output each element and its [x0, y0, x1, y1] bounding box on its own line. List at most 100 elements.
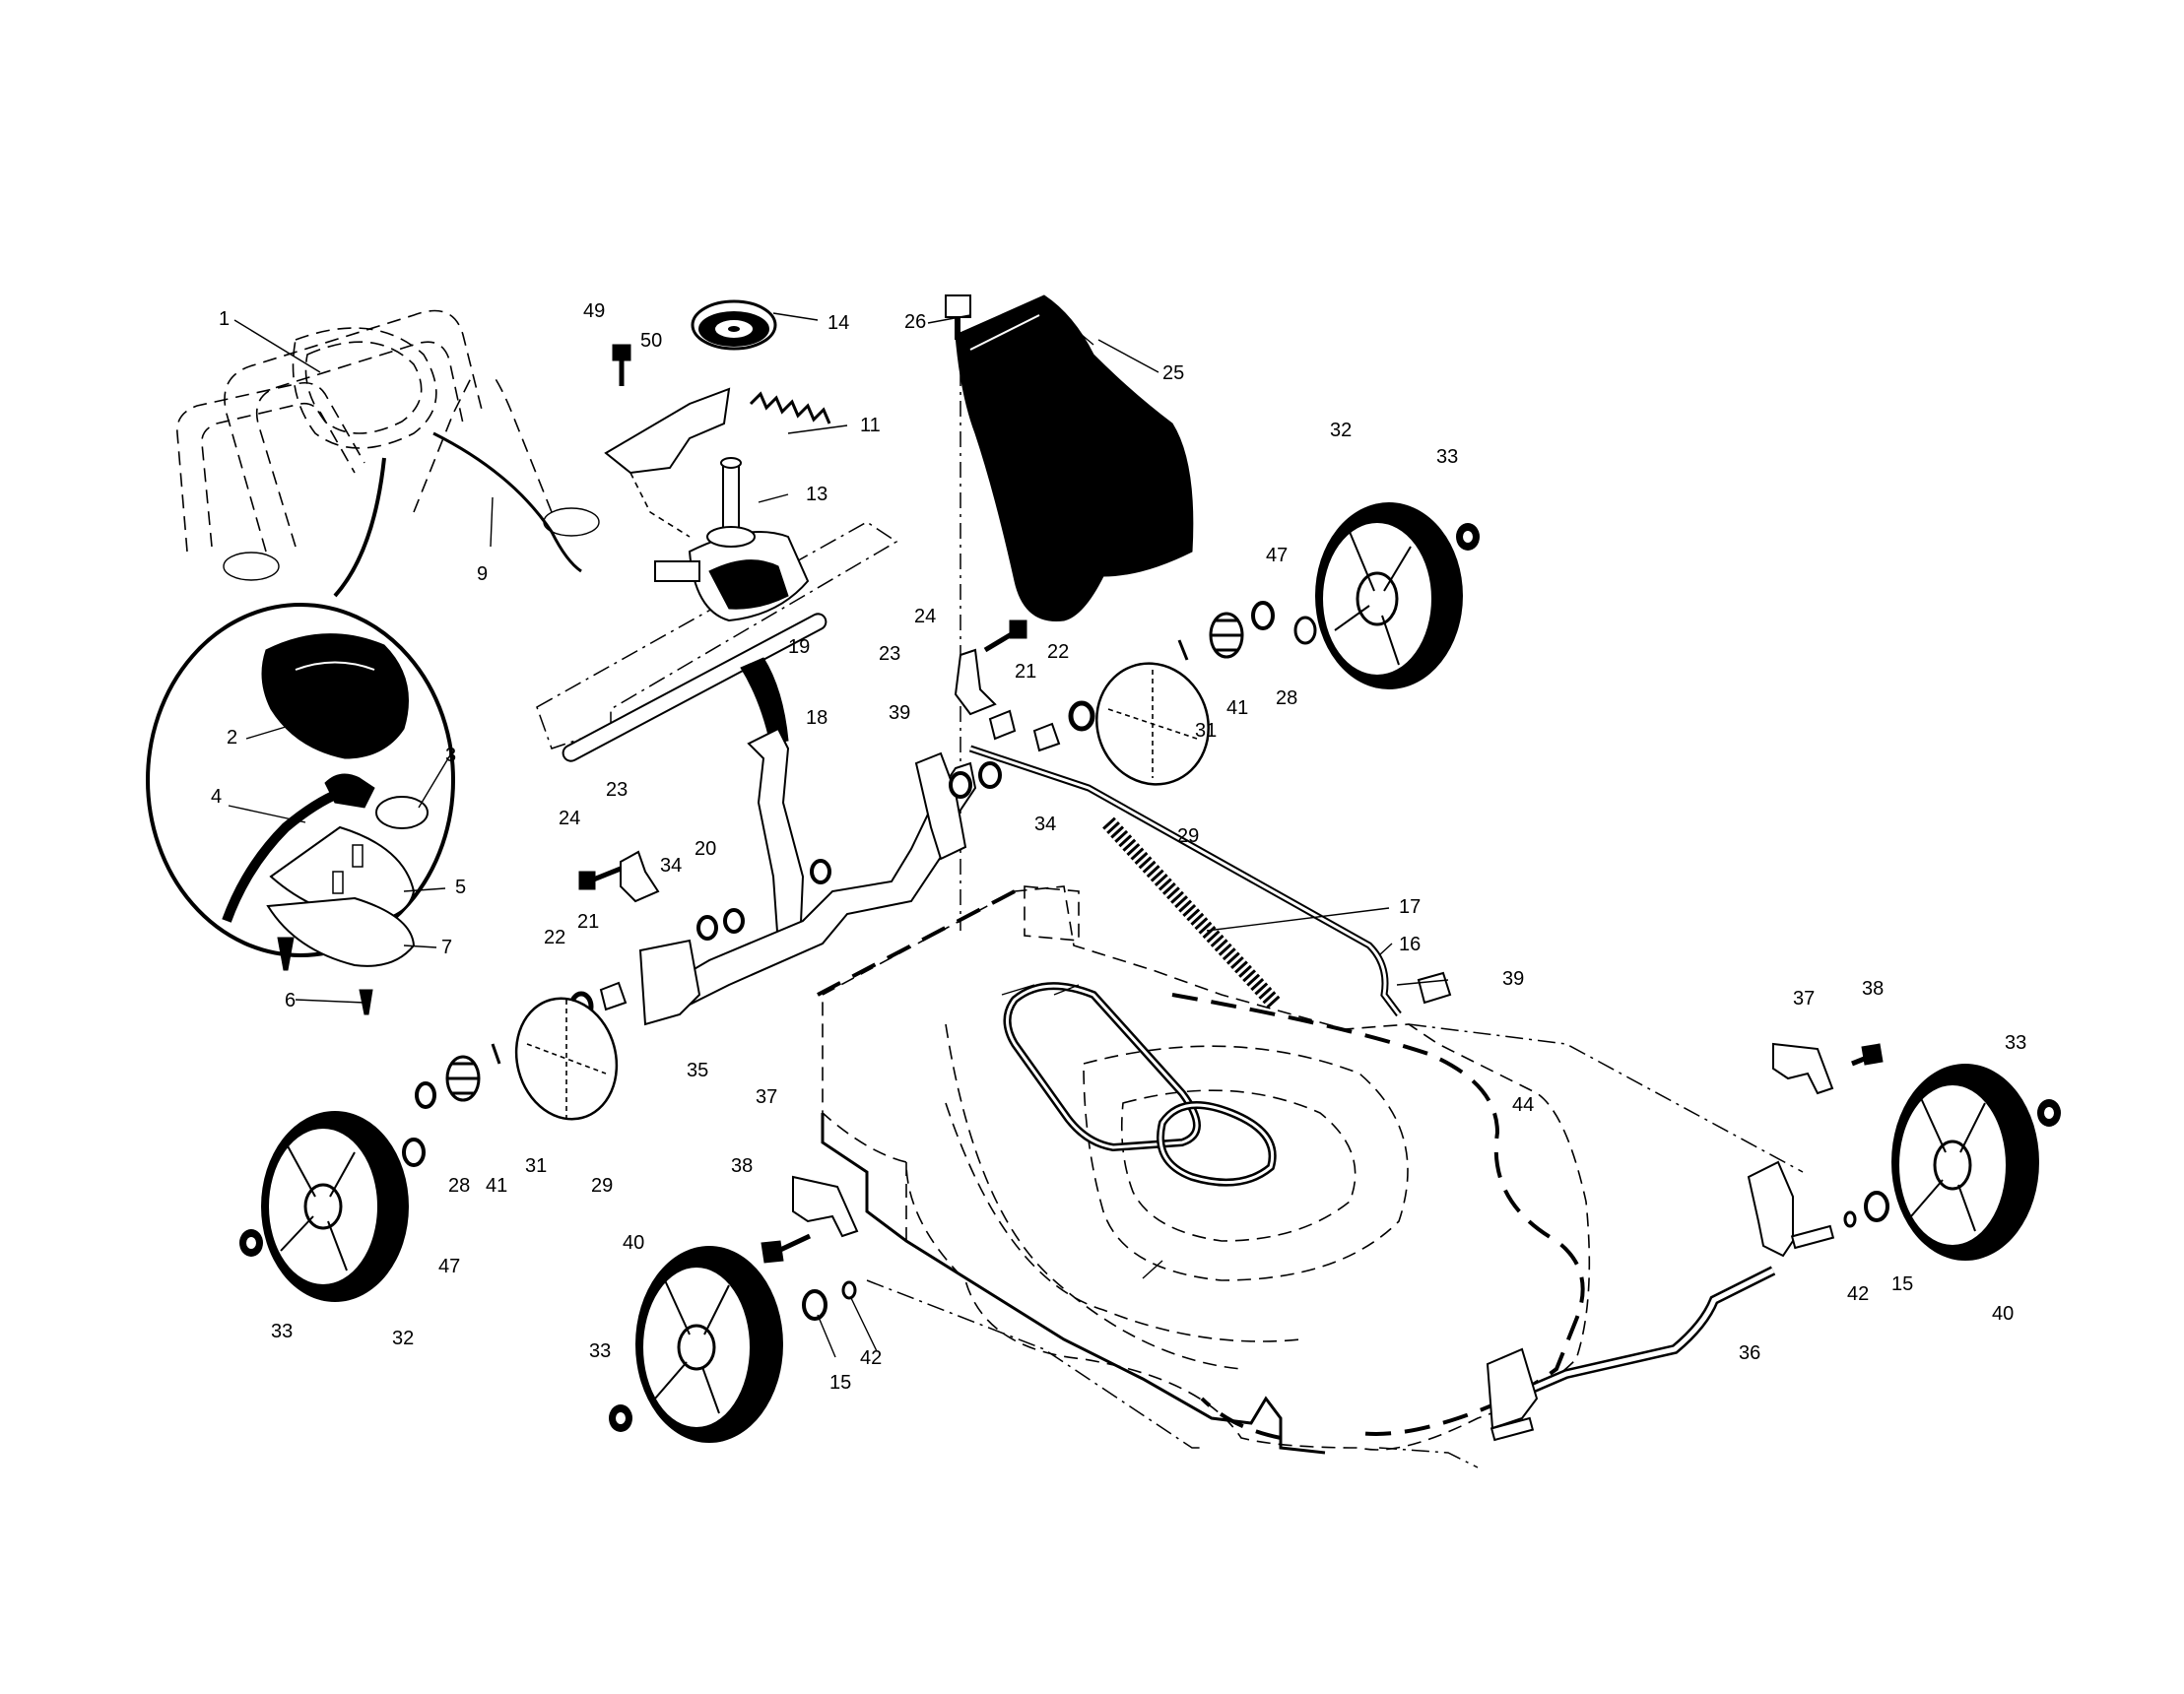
callout-16: 16 — [1399, 934, 1421, 955]
callout-36: 36 — [1739, 1342, 1760, 1364]
part-11-spring — [749, 391, 831, 424]
part-24-bolt-lower — [578, 864, 627, 890]
callout-37-left: 37 — [756, 1086, 777, 1108]
callout-25: 25 — [1162, 362, 1184, 384]
part-29-hubcap-lower — [514, 997, 619, 1121]
callout-21-upper: 21 — [1015, 661, 1036, 683]
callout-42-left: 42 — [860, 1347, 882, 1369]
part-39-bolt-upper — [988, 709, 1017, 741]
callout-47-upper: 47 — [1266, 545, 1288, 566]
part-41-gear-upper — [1209, 612, 1244, 659]
part-37-bracket-right — [1772, 1042, 1834, 1095]
callout-28-upper: 28 — [1276, 687, 1297, 709]
part-13-transmission — [536, 457, 898, 762]
callout-39-lower: 39 — [1502, 968, 1524, 990]
part-33-nut-lower-left — [239, 1229, 263, 1257]
callout-11: 11 — [860, 415, 881, 436]
part-1-control-housing — [292, 327, 437, 449]
leader-lines — [228, 312, 1449, 1358]
deck-outline — [817, 885, 1804, 1468]
callout-23-lower: 23 — [606, 779, 628, 801]
part-28-ring-upper — [1251, 601, 1275, 630]
callout-20: 20 — [695, 838, 716, 860]
part-40-wheel-right — [1891, 1064, 2039, 1261]
part-19-grip — [740, 657, 789, 745]
part-33-nut-lower-center — [609, 1404, 632, 1432]
callout-50: 50 — [640, 330, 662, 352]
part-22-washer-upper — [1068, 700, 1095, 732]
part-44-belt — [1003, 982, 1277, 1187]
part-3-nut — [375, 796, 429, 829]
part-15-washer-right — [1864, 1191, 1889, 1222]
part-31-pin-lower — [491, 1043, 501, 1065]
callout-47-lower: 47 — [438, 1256, 460, 1277]
part-7-plate — [266, 896, 416, 967]
handle-outline — [176, 309, 600, 581]
part-15-washer-left — [802, 1289, 827, 1321]
part-14-pulley — [691, 299, 777, 351]
part-35-rear-axle — [638, 751, 977, 1026]
part-20-washer-a — [723, 908, 745, 934]
part-47-washer-lower — [402, 1138, 426, 1167]
part-42-ring-right — [1843, 1210, 1857, 1228]
part-20-washer-b — [810, 859, 831, 884]
part-6-screw — [277, 937, 295, 971]
part-33-nut-upper-right — [1456, 523, 1480, 551]
callout-31-lower: 31 — [525, 1155, 547, 1177]
callout-33-upper-right: 33 — [1436, 446, 1458, 468]
callout-9: 9 — [477, 563, 488, 585]
part-33-nut-lower-right — [2037, 1099, 2061, 1127]
part-31-pin-upper — [1177, 639, 1189, 661]
callout-23-upper: 23 — [879, 643, 900, 665]
callout-6: 6 — [285, 990, 296, 1011]
callout-33-lower-left: 33 — [271, 1321, 293, 1342]
callout-15-left: 15 — [829, 1372, 851, 1394]
part-2-cover — [261, 633, 409, 759]
part-36-front-axle — [1486, 1160, 1835, 1442]
part-18-lever — [747, 727, 805, 946]
callout-33-lower-right: 33 — [2005, 1032, 2026, 1054]
callout-38-left: 38 — [731, 1155, 753, 1177]
callout-40-right: 40 — [1992, 1303, 2014, 1325]
callout-15-right: 15 — [1891, 1273, 1913, 1295]
part-21-bushing-upper — [1032, 722, 1061, 752]
callout-31-upper: 31 — [1195, 720, 1217, 742]
part-38-bolt-right — [1851, 1043, 1884, 1067]
callout-22-upper: 22 — [1047, 641, 1069, 663]
part-32-wheel-lower-left — [261, 1111, 409, 1302]
part-23-bracket-lower — [620, 850, 660, 903]
part-40-wheel-left — [635, 1246, 783, 1443]
callout-39-upper: 39 — [889, 702, 910, 724]
callout-44: 44 — [1512, 1094, 1534, 1116]
callout-labels: 1 2 3 4 5 6 7 9 11 13 14 15 15 16 17 18 … — [211, 300, 2026, 1394]
callout-17: 17 — [1399, 896, 1421, 918]
callout-19: 19 — [788, 636, 810, 658]
callout-13: 13 — [806, 484, 827, 505]
callout-34-upper: 34 — [1034, 814, 1056, 835]
part-28-ring-lower — [415, 1081, 436, 1109]
callout-41-lower: 41 — [486, 1175, 507, 1197]
callout-1: 1 — [219, 308, 230, 330]
part-4-cable — [222, 788, 342, 923]
callout-24-lower: 24 — [559, 808, 580, 829]
callout-28-lower: 28 — [448, 1175, 470, 1197]
callout-14: 14 — [827, 312, 849, 334]
callout-32-upper: 32 — [1330, 420, 1352, 441]
part-50-bracket — [604, 387, 731, 538]
callout-26: 26 — [904, 311, 926, 333]
callout-29-upper: 29 — [1177, 825, 1199, 847]
callout-4: 4 — [211, 786, 222, 808]
detail-balloon — [146, 457, 455, 1015]
part-42-ring-left — [841, 1280, 857, 1300]
part-39-bolt-lower — [1417, 971, 1452, 1005]
callout-41-upper: 41 — [1226, 697, 1248, 719]
callout-5: 5 — [455, 877, 466, 898]
callout-24-upper: 24 — [914, 606, 936, 627]
callout-38-right: 38 — [1862, 978, 1884, 1000]
part-37-bracket-left — [792, 1175, 859, 1238]
part-9-cable — [432, 431, 582, 573]
part-49-bolt — [612, 344, 631, 386]
callout-35: 35 — [687, 1060, 708, 1081]
part-34-washer-a — [949, 771, 972, 799]
